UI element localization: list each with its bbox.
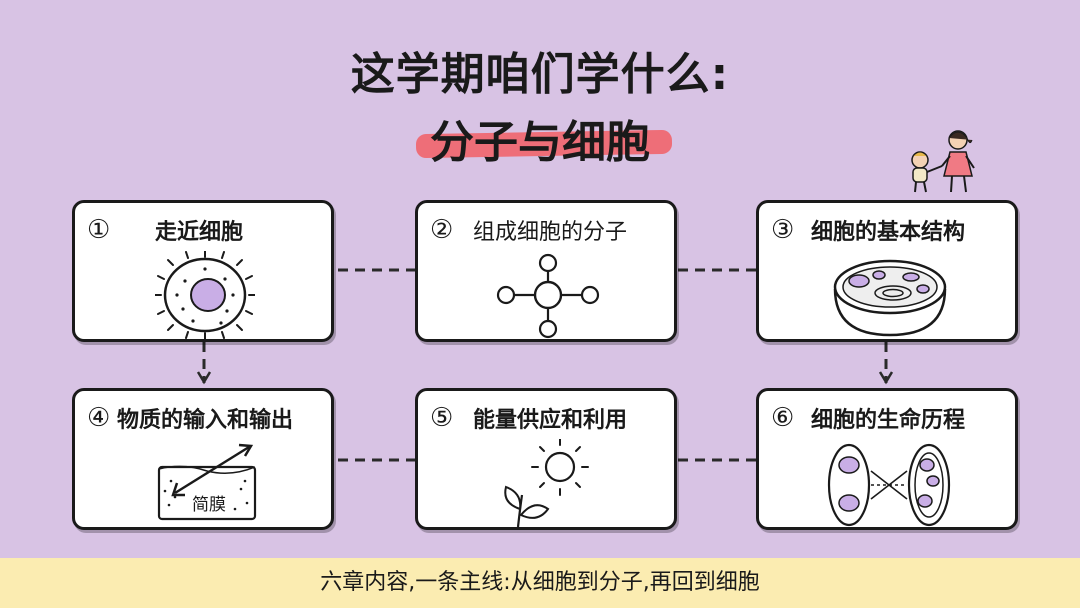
card-chapter-3: ③ 细胞的基本结构 [756, 200, 1018, 342]
card-number: ⑥ [771, 403, 795, 433]
card-chapter-6: ⑥ 细胞的生命历程 [756, 388, 1018, 530]
card-number: ③ [771, 215, 795, 245]
card-label: 走近细胞 [155, 220, 244, 245]
footer-banner: 六章内容,一条主线:从细胞到分子,再回到细胞 [0, 558, 1080, 608]
membrane-icon: 简膜 [157, 443, 257, 521]
card-chapter-5: ⑤ 能量供应和利用 [415, 388, 677, 530]
card-number: ⑤ [430, 403, 454, 433]
membrane-label: 简膜 [192, 495, 226, 515]
children-icon [911, 130, 975, 193]
page-subtitle-wrap: 分子与细胞 [0, 106, 1080, 170]
page-title: 这学期咱们学什么: [350, 49, 730, 100]
card-number: ④ [87, 403, 111, 433]
sun-plant-icon [504, 439, 589, 528]
cell-division-icon [827, 443, 951, 527]
card-chapter-1: ① 走近细胞 [72, 200, 334, 342]
card-label: 物质的输入和输出 [117, 408, 294, 433]
card-label: 细胞的基本结构 [811, 220, 966, 245]
card-label: 组成细胞的分子 [473, 220, 628, 245]
cell-icon [155, 251, 255, 339]
card-chapter-4: ④ 物质的输入和输出 简膜 [72, 388, 334, 530]
page-subtitle-text: 分子与细胞 [430, 117, 650, 168]
card-number: ② [430, 215, 454, 245]
molecule-icon [496, 253, 600, 339]
card-number: ① [87, 215, 111, 245]
cell-structure-icon [833, 259, 947, 337]
card-label: 能量供应和利用 [473, 408, 628, 433]
page-subtitle: 分子与细胞 [415, 106, 673, 170]
card-label: 细胞的生命历程 [811, 408, 966, 433]
card-chapter-2: ② 组成细胞的分子 [415, 200, 677, 342]
